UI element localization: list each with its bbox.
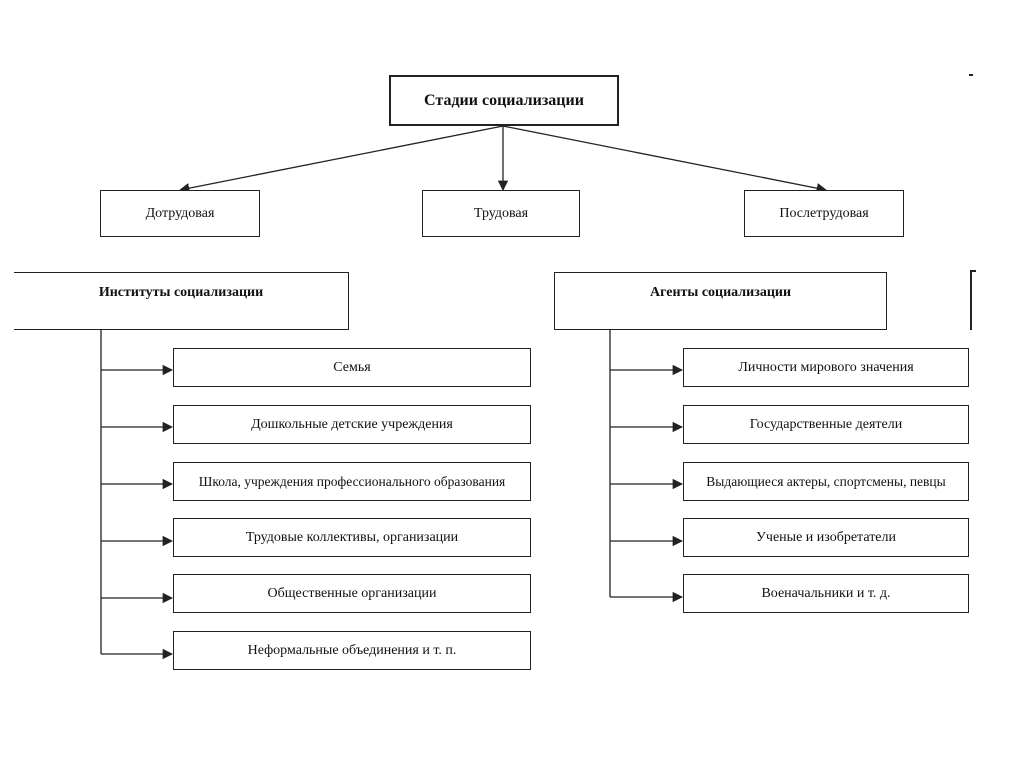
stage-post-labor-box: Послетрудовая — [744, 190, 904, 237]
agent-item-military-leaders: Военачальники и т. д. — [683, 574, 969, 613]
institutes-header-label: Институты социализации — [98, 285, 264, 300]
stage-post-labor-label: Послетрудовая — [779, 205, 869, 221]
institute-item-label: Общественные организации — [267, 585, 437, 601]
root-stages-box: Стадии социализации — [389, 75, 619, 126]
institute-item-public-organizations: Общественные организации — [173, 574, 531, 613]
arrow-root-to-post-labor — [502, 125, 828, 194]
institute-item-work-collectives: Трудовые коллективы, организации — [173, 518, 531, 557]
institute-item-label: Трудовые коллективы, организации — [245, 529, 459, 545]
institute-item-school: Школа, учреждения профессионального обра… — [173, 462, 531, 501]
stage-labor-box: Трудовая — [422, 190, 580, 237]
cropped-box-top-edge — [970, 270, 976, 272]
agent-item-scientists: Ученые и изобретатели — [683, 518, 969, 557]
root-stages-label: Стадии социализации — [424, 91, 584, 109]
agent-item-world-figures: Личности мирового значения — [683, 348, 969, 387]
stage-labor-label: Трудовая — [473, 205, 529, 221]
agent-item-label: Военачальники и т. д. — [761, 585, 891, 601]
institute-item-label: Семья — [333, 359, 371, 375]
stage-pre-labor-label: Дотрудовая — [145, 205, 215, 221]
agents-header-box: Агенты социализации — [554, 272, 887, 330]
cropped-box-edge — [970, 270, 972, 330]
agent-item-label: Государственные деятели — [749, 416, 903, 432]
agent-item-celebrities: Выдающиеся актеры, спортсмены, певцы — [683, 462, 969, 501]
agent-item-label: Ученые и изобретатели — [756, 529, 896, 545]
institute-item-informal-groups: Неформальные объединения и т. п. — [173, 631, 531, 670]
agent-item-label: Личности мирового значения — [738, 359, 914, 375]
corner-tick-mark — [969, 74, 973, 76]
agent-item-statesmen: Государственные деятели — [683, 405, 969, 444]
institute-item-label: Школа, учреждения профессионального обра… — [198, 473, 506, 489]
institute-item-label: Неформальные объединения и т. п. — [247, 642, 457, 658]
agent-item-label: Выдающиеся актеры, спортсмены, певцы — [706, 473, 946, 489]
arrow-root-to-pre-labor — [178, 125, 504, 194]
institute-item-label: Дошкольные детские учреждения — [251, 416, 453, 432]
institute-item-preschool: Дошкольные детские учреждения — [173, 405, 531, 444]
stage-pre-labor-box: Дотрудовая — [100, 190, 260, 237]
institutes-header-box: Институты социализации — [14, 272, 349, 330]
agents-header-label: Агенты социализации — [649, 285, 792, 300]
institute-item-family: Семья — [173, 348, 531, 387]
